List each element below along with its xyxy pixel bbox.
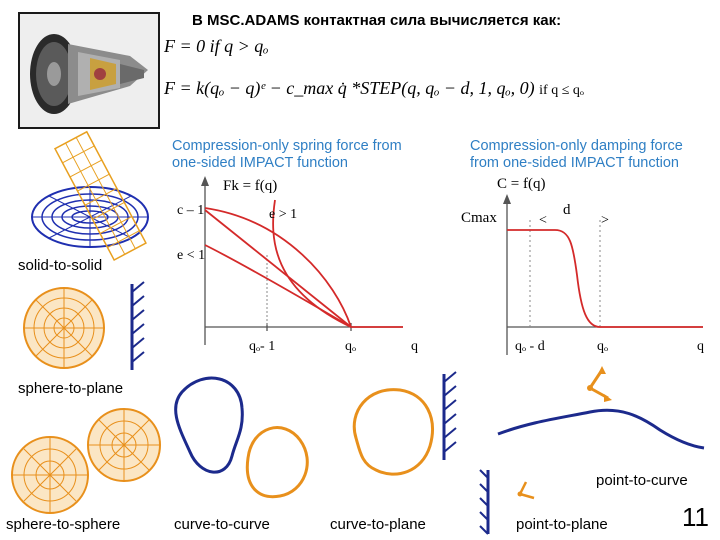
label-curve-to-curve: curve-to-curve — [174, 516, 270, 533]
damping-y-axis-arrow — [503, 194, 511, 204]
solid-to-solid-illustration — [31, 130, 149, 261]
point-to-plane-illustration — [479, 469, 535, 535]
formula-no-contact: F = 0 if q > qₒ — [164, 36, 269, 56]
closed-curve-orange — [245, 426, 309, 499]
spring-y-axis-arrow — [201, 176, 209, 186]
open-curve-navy — [497, 408, 705, 450]
formula-contact-main: F = k(qₒ − q)ᵉ − c_max q̇ *STEP(q, qₒ − … — [164, 78, 535, 98]
damping-label-cmax: Cmax — [461, 210, 497, 226]
label-sphere-to-plane: sphere-to-plane — [18, 380, 124, 397]
spring-y-label: Fk = f(q) — [223, 178, 277, 194]
sphere-mesh — [23, 287, 105, 369]
sphere-to-sphere-illustration — [11, 408, 161, 514]
page-number: 11 — [682, 502, 709, 532]
plane-hatch-3 — [479, 469, 490, 535]
damping-label-d: d — [563, 202, 571, 218]
label-point-to-plane: point-to-plane — [516, 516, 608, 533]
spring-label-e-lt: e < 1 — [177, 248, 205, 263]
cylinder-mesh — [53, 130, 147, 261]
closed-curve-navy — [174, 376, 244, 474]
spring-chart-caption: Compression-only spring force from one-s… — [172, 138, 402, 172]
damping-tick-label-q0-d: qₒ - d — [515, 339, 545, 354]
spring-tick-label-q0: qₒ — [345, 339, 356, 354]
spring-caption-line1: Compression-only spring force from — [172, 138, 402, 154]
damping-caption-line2: from one-sided IMPACT function — [470, 155, 679, 171]
damping-label-lt: < — [539, 213, 547, 228]
damping-label-gt: > — [601, 213, 609, 228]
curve-to-curve-illustration — [174, 376, 309, 499]
formula-contact-condition: if q ≤ qₒ — [539, 83, 584, 98]
damping-chart-caption: Compression-only damping force from one-… — [470, 138, 683, 172]
curve-to-plane-illustration — [352, 371, 457, 476]
damping-curve — [507, 229, 703, 328]
sphere-to-plane-illustration — [23, 281, 145, 370]
spring-label-e-gt: e > 1 — [269, 207, 297, 222]
spring-label-c1: c – 1 — [177, 203, 204, 218]
damping-y-label: C = f(q) — [497, 176, 545, 192]
closed-curve-orange-2 — [352, 388, 434, 476]
formula-contact-force: F = k(qₒ − q)ᵉ − c_max q̇ *STEP(q, qₒ − … — [164, 78, 584, 99]
spring-tick-label-q0-1: qₒ- 1 — [249, 339, 275, 354]
plane-hatch-2 — [442, 371, 457, 460]
plane-hatch — [130, 281, 145, 370]
point-marker-orange — [587, 366, 612, 402]
label-solid-to-solid: solid-to-solid — [18, 257, 103, 274]
spring-curve-e-less — [204, 207, 352, 328]
label-curve-to-plane: curve-to-plane — [330, 516, 426, 533]
spring-curve-steep — [272, 199, 352, 328]
damping-force-chart: C = f(q) Cmax < d > qₒ - d qₒ q — [461, 176, 704, 355]
sphere-mesh-right — [87, 408, 161, 482]
spring-caption-line2: one-sided IMPACT function — [172, 155, 348, 171]
slide-title: В MSC.ADAMS контактная сила вычисляется … — [192, 12, 562, 29]
spring-axis-label-q: q — [411, 339, 418, 354]
engine-image — [18, 12, 160, 129]
spring-force-chart: Fk = f(q) c – 1 e > 1 e < 1 qₒ- 1 qₒ q — [177, 176, 418, 354]
spring-curve-linear — [204, 209, 352, 328]
damping-caption-line1: Compression-only damping force — [470, 138, 683, 154]
sphere-mesh-left — [11, 436, 89, 514]
damping-axis-label-q: q — [697, 339, 704, 354]
label-point-to-curve: point-to-curve — [596, 472, 688, 489]
torus-mesh — [31, 186, 149, 248]
engine-fan — [30, 34, 78, 114]
point-to-curve-illustration — [497, 366, 705, 450]
damping-tick-label-q0: qₒ — [597, 339, 608, 354]
point-marker-orange-2 — [517, 481, 535, 500]
label-sphere-to-sphere: sphere-to-sphere — [6, 516, 121, 533]
